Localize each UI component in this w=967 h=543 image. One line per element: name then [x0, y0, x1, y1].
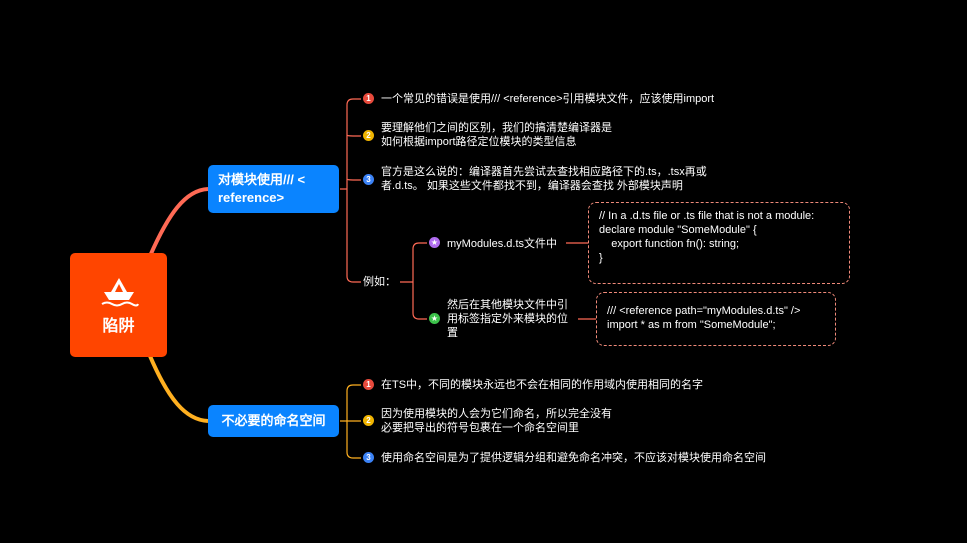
number-badge-3: 3	[363, 452, 374, 463]
item-text-line-2: 必要把导出的符号包裹在一个命名空间里	[381, 422, 579, 434]
item-text-line-2: 如何根据import路径定位模块的类型信息	[381, 136, 577, 148]
item-text: 一个常见的错误是使用/// <reference>引用模块文件，应该使用impo…	[381, 93, 715, 105]
item-text-line-2: 者.d.ts。 如果这些文件都找不到，编译器会查找 外部模块声明	[381, 180, 683, 192]
branch-label: 不必要的命名空间	[221, 413, 326, 428]
item-text-line-1: 要理解他们之间的区别，我们的搞清楚编译器是	[381, 122, 612, 134]
code-block-reference-path: /// <reference path="myModules.d.ts" /> …	[596, 292, 836, 346]
item-text-line-1: 因为使用模块的人会为它们命名，所以完全没有	[381, 408, 612, 420]
item-text: 在TS中，不同的模块永远也不会在相同的作用域内使用相同的名字	[381, 379, 704, 391]
edge-branch-1-bracket	[340, 98, 361, 283]
edge-root-branch-1	[148, 187, 209, 257]
root-node[interactable]: 陷阱	[70, 253, 167, 357]
subitem-text-line-2: 用标签指定外来模块的位	[447, 313, 568, 325]
number-badge-2: 2	[363, 415, 374, 426]
root-label: 陷阱	[102, 318, 135, 335]
item-text-line-1: 官方是这么说的：编译器首先尝试去查找相应路径下的.ts，.tsx再或	[381, 166, 707, 178]
edge-root-branch-2	[148, 355, 209, 423]
number-badge-3: 3	[363, 174, 374, 185]
edge-example-bracket	[400, 242, 427, 320]
code-block-declare-module: // In a .d.ts file or .ts file that is n…	[588, 202, 850, 284]
branch-label-line-1: 对模块使用/// <	[218, 172, 306, 187]
paper-boat-icon	[100, 278, 139, 307]
number-badge-1: 1	[363, 93, 374, 104]
example-label: 例如：	[363, 276, 396, 288]
star-badge: ★	[429, 237, 440, 248]
subitem-text: myModules.d.ts文件中	[447, 238, 558, 250]
star-badge: ★	[429, 313, 440, 324]
number-badge-2: 2	[363, 130, 374, 141]
number-badge-1: 1	[363, 379, 374, 390]
branch-unnecessary-namespace[interactable]: 不必要的命名空间	[208, 405, 339, 437]
branch-module-reference[interactable]: 对模块使用/// < reference>	[208, 165, 339, 213]
edge-branch-2-bracket	[340, 384, 361, 459]
item-text: 使用命名空间是为了提供逻辑分组和避免命名冲突，不应该对模块使用命名空间	[381, 452, 766, 464]
subitem-text-line-3: 置	[447, 327, 458, 339]
branch-label-line-2: reference>	[218, 190, 285, 205]
subitem-text-line-1: 然后在其他模块文件中引	[447, 299, 568, 311]
